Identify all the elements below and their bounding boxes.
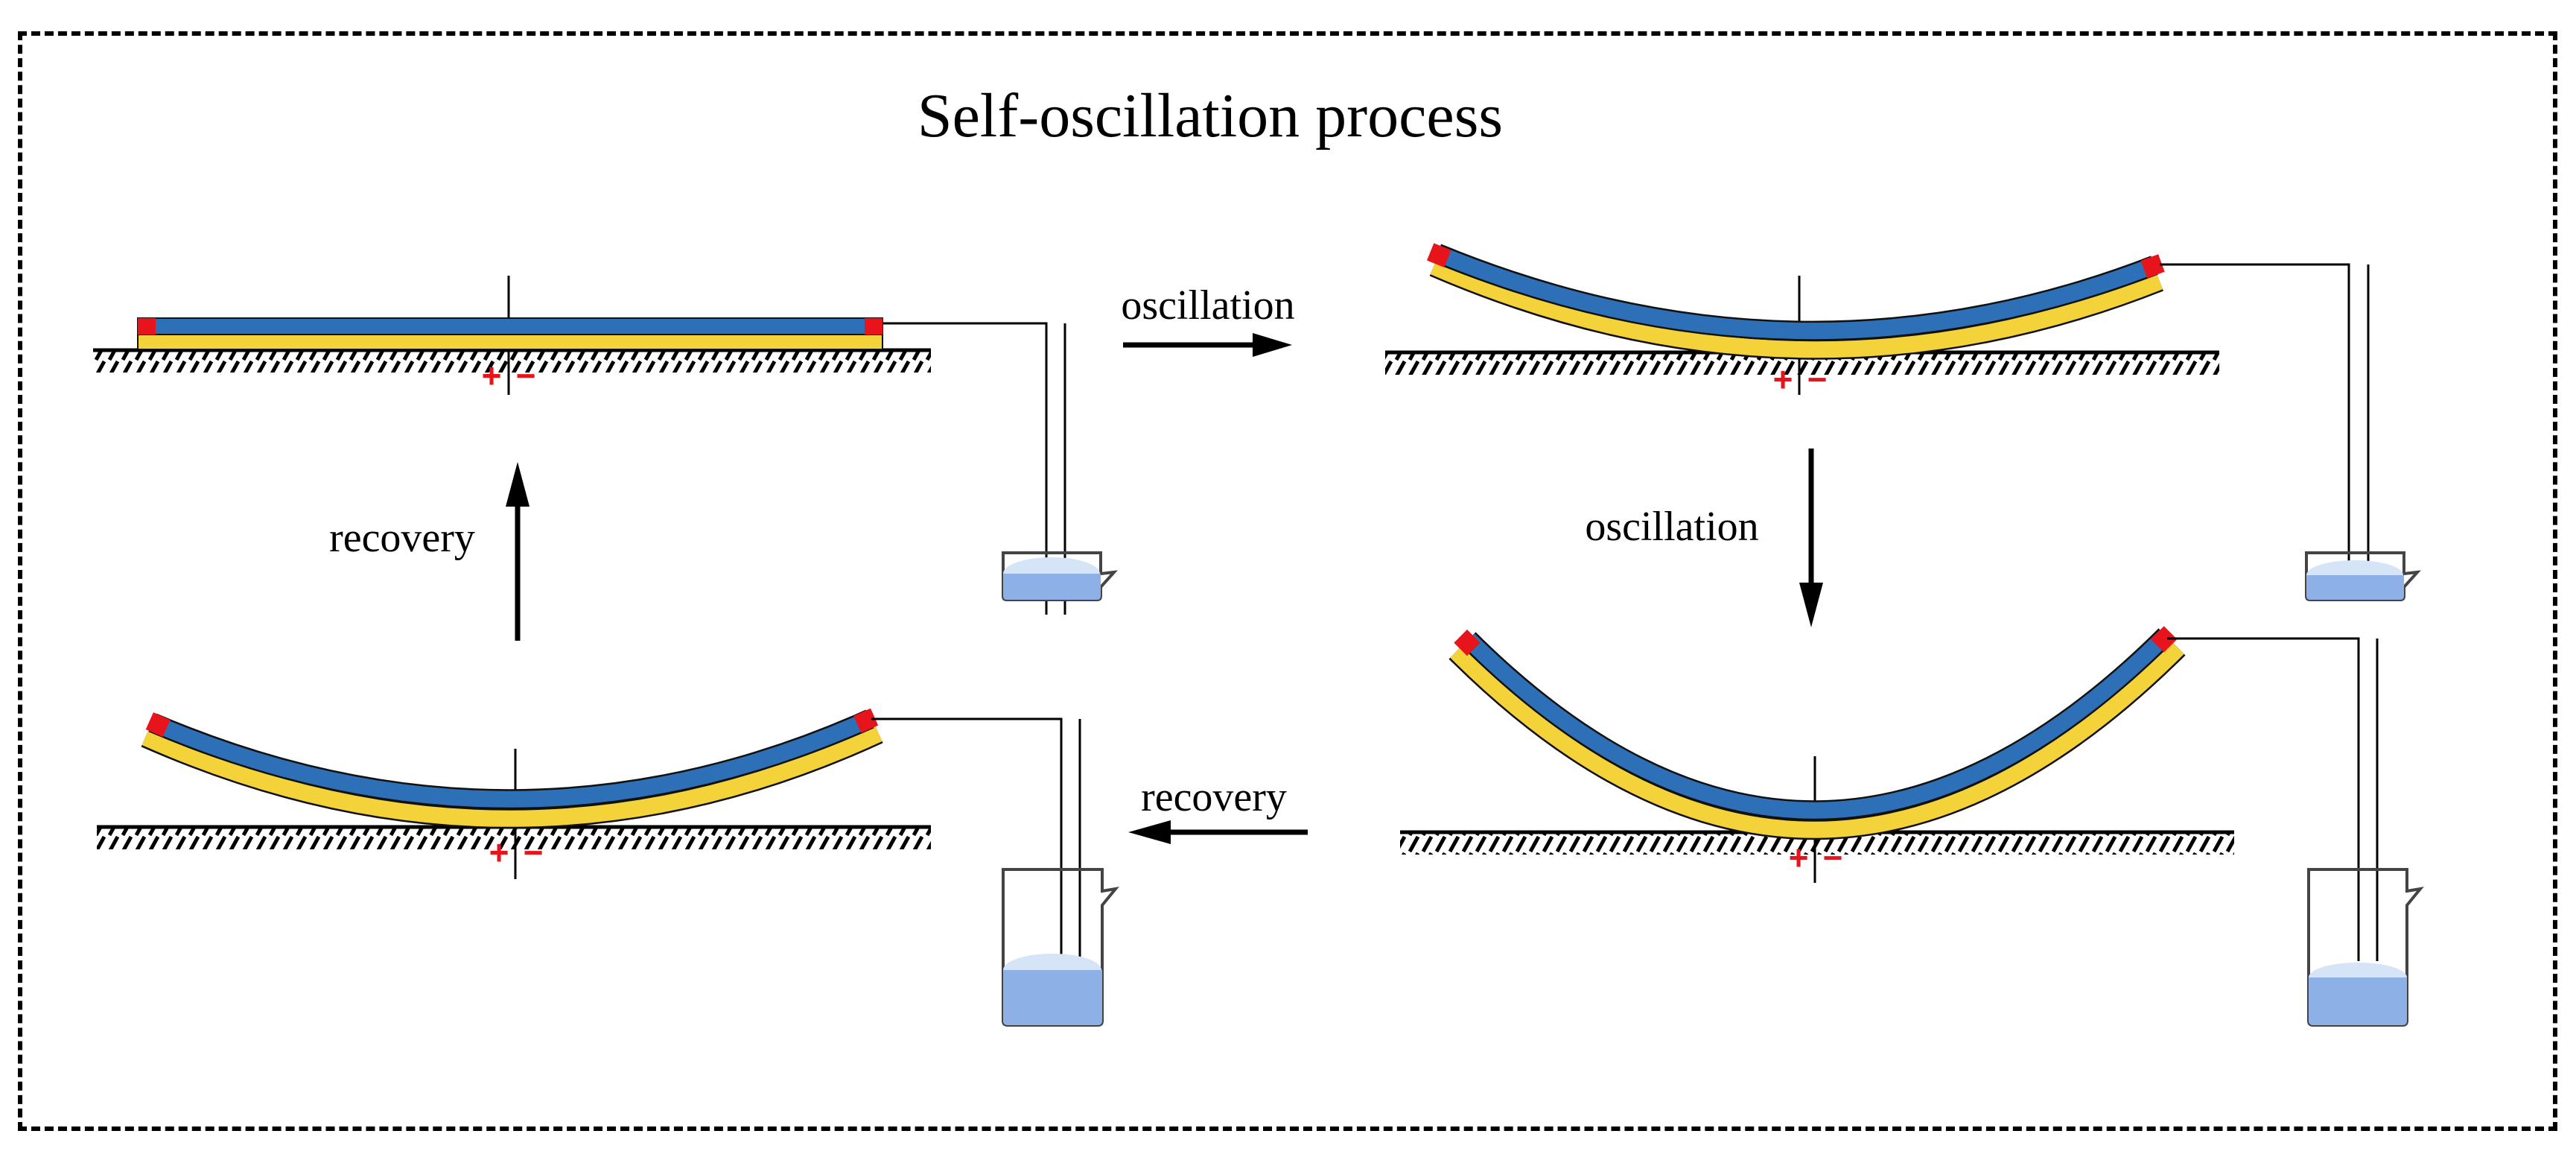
water — [1003, 574, 1101, 600]
ground-hatching — [97, 827, 931, 849]
panel-slight-bend-left: + − — [97, 708, 1119, 1027]
arrow-left-recovery — [506, 462, 529, 641]
wire-outer — [871, 717, 1063, 957]
active-layer — [149, 711, 874, 808]
dashed-border — [18, 31, 2557, 1131]
beaker — [1001, 551, 1119, 601]
water — [1003, 970, 1102, 1025]
panel-flat: + − — [93, 276, 1119, 615]
active-layer — [1463, 630, 2172, 819]
active-layer — [1434, 245, 2157, 340]
plus-sign: + — [1773, 360, 1793, 399]
electrode-left — [138, 318, 156, 335]
ground-hatching — [93, 350, 931, 373]
label-top-oscillation: oscillation — [1121, 282, 1294, 329]
arrow-top-oscillation — [1123, 333, 1292, 357]
minus-sign: − — [516, 356, 536, 395]
water — [2309, 977, 2407, 1025]
electrode-right — [853, 708, 879, 733]
plus-sign: + — [489, 833, 509, 872]
beaker — [2306, 868, 2424, 1027]
beaker — [1001, 868, 1119, 1027]
passive-layer — [1430, 259, 2163, 358]
water — [2306, 575, 2404, 600]
beaker — [2305, 551, 2422, 601]
diagram-title: Self-oscillation process — [917, 81, 1503, 150]
plus-sign: + — [1789, 838, 1809, 877]
wire-outer — [2160, 263, 2350, 563]
minus-sign: − — [1807, 360, 1828, 399]
minus-sign: − — [524, 833, 544, 872]
label-bottom-recovery: recovery — [1141, 774, 1287, 820]
minus-sign: − — [1823, 838, 1843, 877]
electrode-left — [1427, 243, 1451, 267]
label-left-recovery: recovery — [329, 515, 475, 561]
label-right-oscillation: oscillation — [1585, 504, 1758, 550]
passive-layer — [137, 333, 883, 350]
passive-layer — [1450, 642, 2184, 838]
panel-deep-bend: + − — [1400, 626, 2424, 1027]
panel-slight-bend-right: + − — [1385, 243, 2422, 601]
passive-layer — [141, 726, 882, 827]
electrode-right — [2140, 254, 2165, 279]
electrode-right — [865, 318, 882, 335]
active-layer — [137, 317, 883, 335]
electrode-left — [145, 712, 171, 738]
arrow-bottom-recovery — [1128, 820, 1308, 844]
wire-outer — [882, 322, 1048, 615]
wire-outer — [2167, 637, 2360, 961]
arrow-right-oscillation — [1799, 449, 1823, 627]
plus-sign: + — [482, 356, 502, 395]
